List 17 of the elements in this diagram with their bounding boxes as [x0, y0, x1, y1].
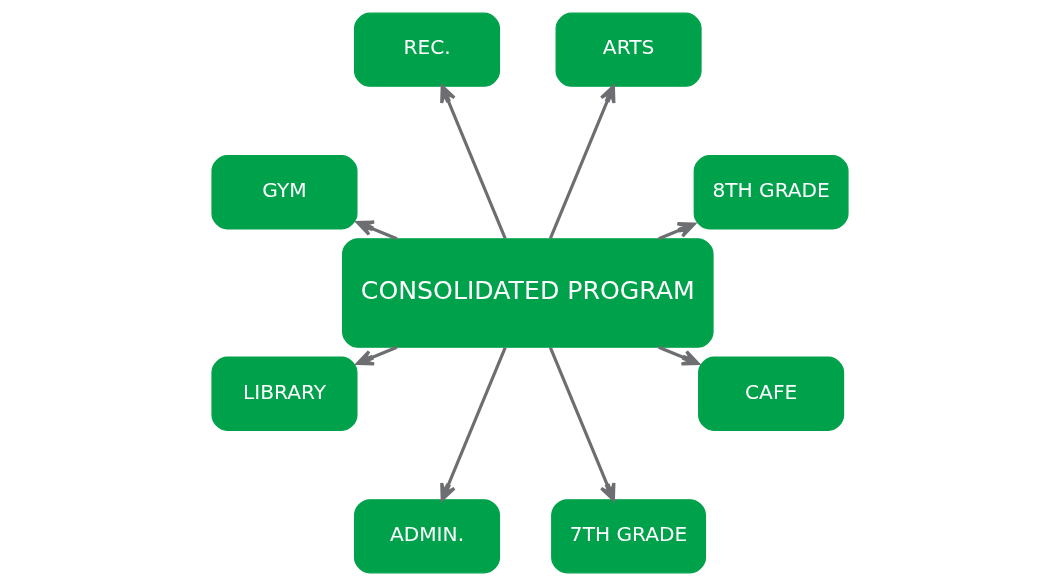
- node-box: REC.: [353, 12, 500, 87]
- arrow: [657, 345, 700, 366]
- arrow: [439, 347, 507, 502]
- arrow: [548, 347, 615, 502]
- node-box: CAFE: [697, 356, 844, 431]
- node-box: ADMIN.: [353, 499, 500, 574]
- node-box: 8TH GRADE: [693, 155, 849, 230]
- node-box: 7TH GRADE: [550, 499, 706, 574]
- node-box: GYM: [210, 155, 358, 230]
- node-box: LIBRARY: [210, 356, 358, 431]
- arrow: [355, 345, 397, 366]
- arrow: [439, 84, 507, 239]
- arrow: [548, 84, 615, 239]
- arrow: [657, 222, 696, 241]
- node-box: CONSOLIDATED PROGRAM: [341, 238, 714, 348]
- node-box: ARTS: [555, 12, 702, 87]
- arrow: [355, 220, 397, 241]
